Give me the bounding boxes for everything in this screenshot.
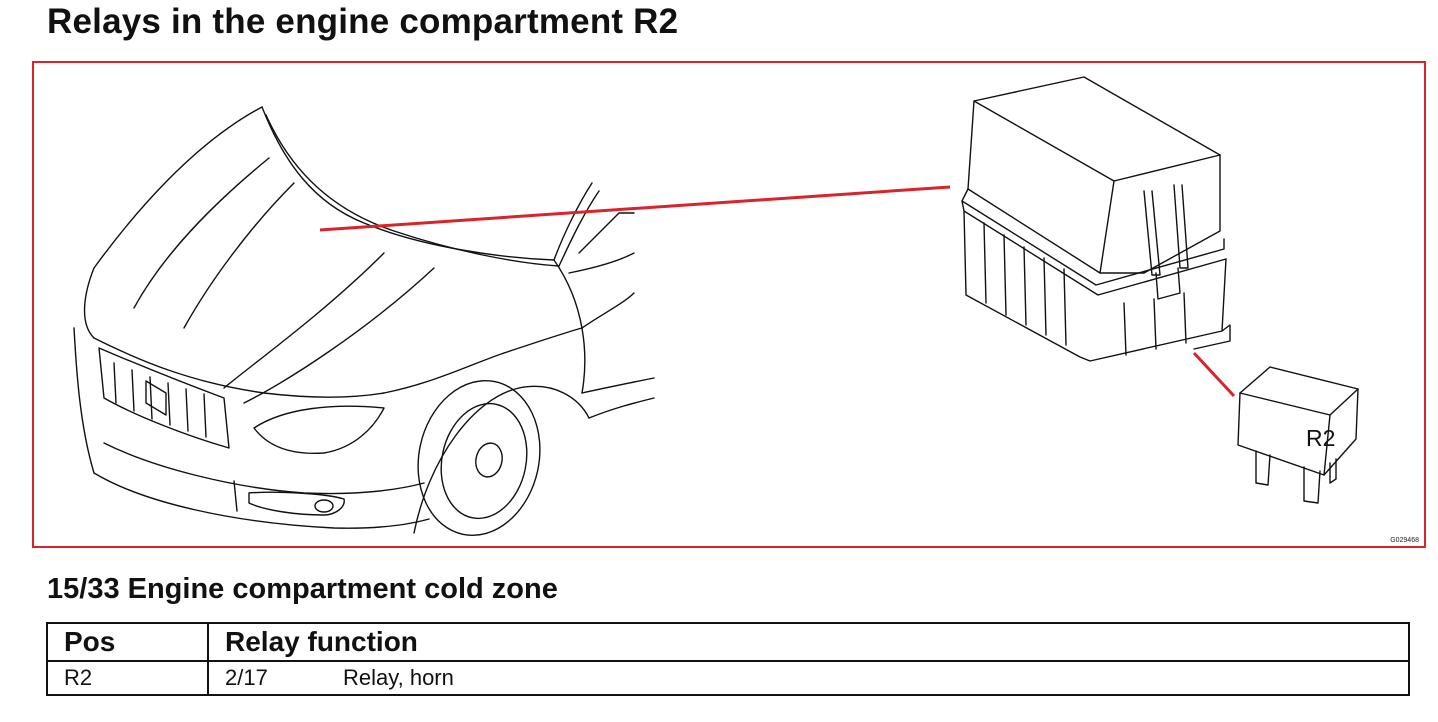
relay-label: R2 xyxy=(1306,425,1335,451)
cell-relay-function: 2/17 Relay, horn xyxy=(207,660,1410,696)
relay-location-diagram: R2 xyxy=(73,76,1359,537)
table-header-row: Pos Relay function xyxy=(46,622,1410,662)
relay-box-illustration xyxy=(961,76,1231,362)
diagram-frame: R2 G029468 xyxy=(32,61,1426,548)
car-illustration xyxy=(73,106,655,537)
relay-code: 2/17 xyxy=(225,665,268,690)
header-pos: Pos xyxy=(46,622,209,662)
callout-line-car xyxy=(319,185,951,232)
relay-r2-illustration xyxy=(1237,366,1359,504)
relay-function-text: Relay, horn xyxy=(343,665,454,690)
figure-id: G029468 xyxy=(1390,537,1419,544)
header-relay-function: Relay function xyxy=(207,622,1410,662)
table-row: R2 2/17 Relay, horn xyxy=(46,660,1410,696)
section-title: 15/33 Engine compartment cold zone xyxy=(47,573,558,605)
cell-pos: R2 xyxy=(46,660,209,696)
callout-line-relay xyxy=(1192,351,1236,398)
relay-table: Pos Relay function R2 2/17 Relay, horn xyxy=(46,622,1410,696)
page-title: Relays in the engine compartment R2 xyxy=(47,2,679,41)
